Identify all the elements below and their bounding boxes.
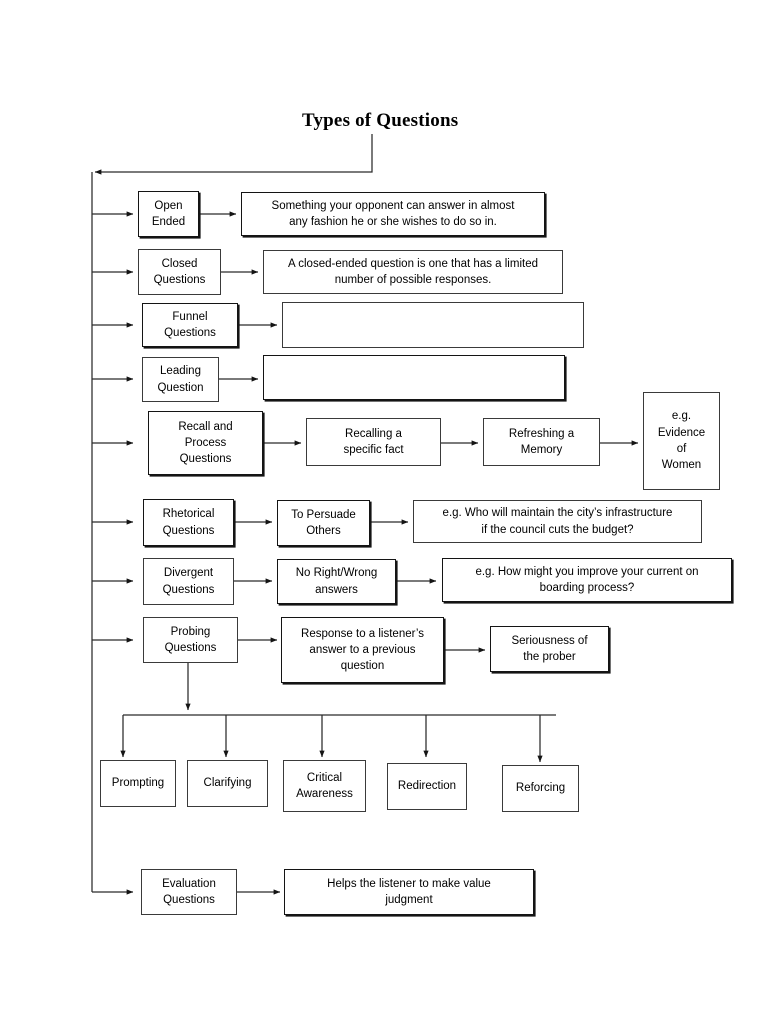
node-probing-questions[interactable]: Probing Questions <box>143 617 238 663</box>
node-recall-and-process-questions-label: Recall and Process Questions <box>178 420 233 466</box>
node-reforcing[interactable]: Reforcing <box>502 765 579 812</box>
node-funnel-questions-label: Funnel Questions <box>164 310 216 339</box>
node-open-ended[interactable]: Open Ended <box>138 191 199 237</box>
node-open-ended-label: Open Ended <box>151 199 186 228</box>
node-prompting-label: Prompting <box>111 777 165 790</box>
node-refreshing-a-memory[interactable]: Refreshing a Memory <box>483 418 600 466</box>
node-refreshing-a-memory-label: Refreshing a Memory <box>508 427 575 456</box>
node-redirection-label: Redirection <box>397 780 457 793</box>
node-evaluation-questions-label: Evaluation Questions <box>162 877 216 906</box>
node-closed-questions-label: Closed Questions <box>153 257 206 286</box>
node-closed-questions[interactable]: Closed Questions <box>138 249 221 295</box>
node-seriousness-of-the-prober-label: Seriousness of the prober <box>511 634 588 663</box>
page-title: Types of Questions <box>302 110 459 131</box>
node-evaluation-questions-detail[interactable]: Helps the listener to make value judgmen… <box>284 869 534 915</box>
node-recalling-a-specific-fact[interactable]: Recalling a specific fact <box>306 418 441 466</box>
node-evidence-of-women-label: e.g. Evidence of Women <box>657 410 706 472</box>
node-funnel-questions[interactable]: Funnel Questions <box>142 303 238 347</box>
node-recall-and-process-questions[interactable]: Recall and Process Questions <box>148 411 263 475</box>
node-critical-awareness-label: Critical Awareness <box>296 771 353 800</box>
node-leading-question[interactable]: Leading Question <box>142 357 219 402</box>
node-no-right-wrong-answers[interactable]: No Right/Wrong answers <box>277 559 396 604</box>
node-seriousness-of-the-prober[interactable]: Seriousness of the prober <box>490 626 609 672</box>
node-leading-question-detail[interactable] <box>263 355 565 400</box>
node-evaluation-questions[interactable]: Evaluation Questions <box>141 869 237 915</box>
node-funnel-questions-detail[interactable] <box>282 302 584 348</box>
node-divergent-questions-label: Divergent Questions <box>162 567 215 596</box>
node-divergent-questions[interactable]: Divergent Questions <box>143 558 234 605</box>
node-closed-questions-detail[interactable]: A closed-ended question is one that has … <box>263 250 563 294</box>
node-to-persuade-others[interactable]: To Persuade Others <box>277 500 370 546</box>
node-no-right-wrong-answers-label: No Right/Wrong answers <box>295 567 378 596</box>
node-prompting[interactable]: Prompting <box>100 760 176 807</box>
node-probing-response[interactable]: Response to a listener’s answer to a pre… <box>281 617 444 683</box>
node-clarifying-label: Clarifying <box>203 777 252 790</box>
node-evaluation-questions-detail-label: Helps the listener to make value judgmen… <box>327 877 491 906</box>
node-redirection[interactable]: Redirection <box>387 763 467 810</box>
node-probing-response-label: Response to a listener’s answer to a pre… <box>301 627 424 673</box>
node-to-persuade-others-label: To Persuade Others <box>291 508 356 537</box>
node-evidence-of-women[interactable]: e.g. Evidence of Women <box>643 392 720 490</box>
node-closed-questions-detail-label: A closed-ended question is one that has … <box>288 257 538 286</box>
node-divergent-example[interactable]: e.g. How might you improve your current … <box>442 558 732 602</box>
node-clarifying[interactable]: Clarifying <box>187 760 268 807</box>
node-reforcing-label: Reforcing <box>515 782 566 795</box>
node-leading-question-label: Leading Question <box>157 365 204 394</box>
node-open-ended-detail-label: Something your opponent can answer in al… <box>271 199 515 228</box>
node-rhetorical-questions[interactable]: Rhetorical Questions <box>143 499 234 546</box>
node-open-ended-detail[interactable]: Something your opponent can answer in al… <box>241 192 545 236</box>
node-rhetorical-example[interactable]: e.g. Who will maintain the city’s infras… <box>413 500 702 543</box>
node-probing-questions-label: Probing Questions <box>164 625 217 654</box>
node-divergent-example-label: e.g. How might you improve your current … <box>475 565 699 594</box>
node-recalling-a-specific-fact-label: Recalling a specific fact <box>343 427 404 456</box>
node-rhetorical-questions-label: Rhetorical Questions <box>162 508 215 537</box>
node-rhetorical-example-label: e.g. Who will maintain the city’s infras… <box>442 507 673 536</box>
node-critical-awareness[interactable]: Critical Awareness <box>283 760 366 812</box>
